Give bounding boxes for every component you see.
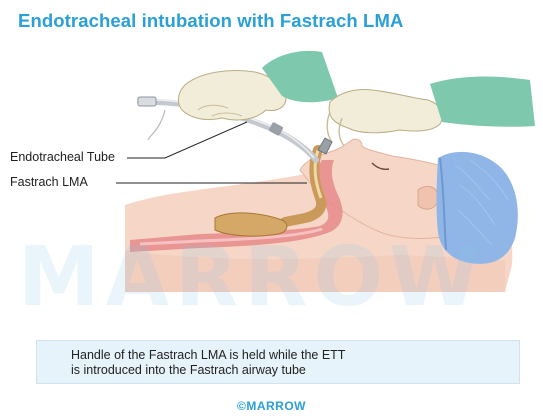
right-gown-sleeve xyxy=(430,76,535,127)
ett-connector xyxy=(137,96,157,107)
airway-lumen xyxy=(139,227,323,246)
surgical-cap xyxy=(436,151,518,264)
right-glove-fingers xyxy=(326,111,345,147)
patient-eye xyxy=(371,162,390,170)
ett-metal-segment xyxy=(269,122,283,136)
ett-leader-line xyxy=(127,121,248,159)
watermark-text: MARROW xyxy=(18,230,486,325)
brand-mark: ©MARROW xyxy=(237,399,306,413)
label-fastrach-lma: Fastrach LMA xyxy=(10,175,88,189)
figure-title: Endotracheal intubation with Fastrach LM… xyxy=(18,10,404,31)
caption-box: Handle of the Fastrach LMA is held while… xyxy=(36,340,520,384)
patient-ear xyxy=(417,185,439,210)
patient-face xyxy=(299,138,456,239)
ett-pilot-line xyxy=(147,109,166,141)
caption-line-1: Handle of the Fastrach LMA is held while… xyxy=(71,348,346,362)
lma-handle xyxy=(317,137,333,155)
left-glove-hand xyxy=(177,70,287,121)
left-gown-sleeve xyxy=(262,50,338,103)
surgical-cap-band xyxy=(439,157,447,251)
patient-shoulder-shade xyxy=(125,250,505,292)
caption-line-2: is introduced into the Fastrach airway t… xyxy=(71,363,306,377)
cap-texture xyxy=(454,159,509,246)
left-glove-fingers xyxy=(197,104,243,117)
fastrach-lma-cuff xyxy=(214,212,288,237)
lma-inner-tube xyxy=(313,149,323,199)
label-endotracheal-tube: Endotracheal Tube xyxy=(10,150,115,164)
right-glove-hand xyxy=(328,89,443,134)
endotracheal-tube-highlight xyxy=(139,99,315,159)
